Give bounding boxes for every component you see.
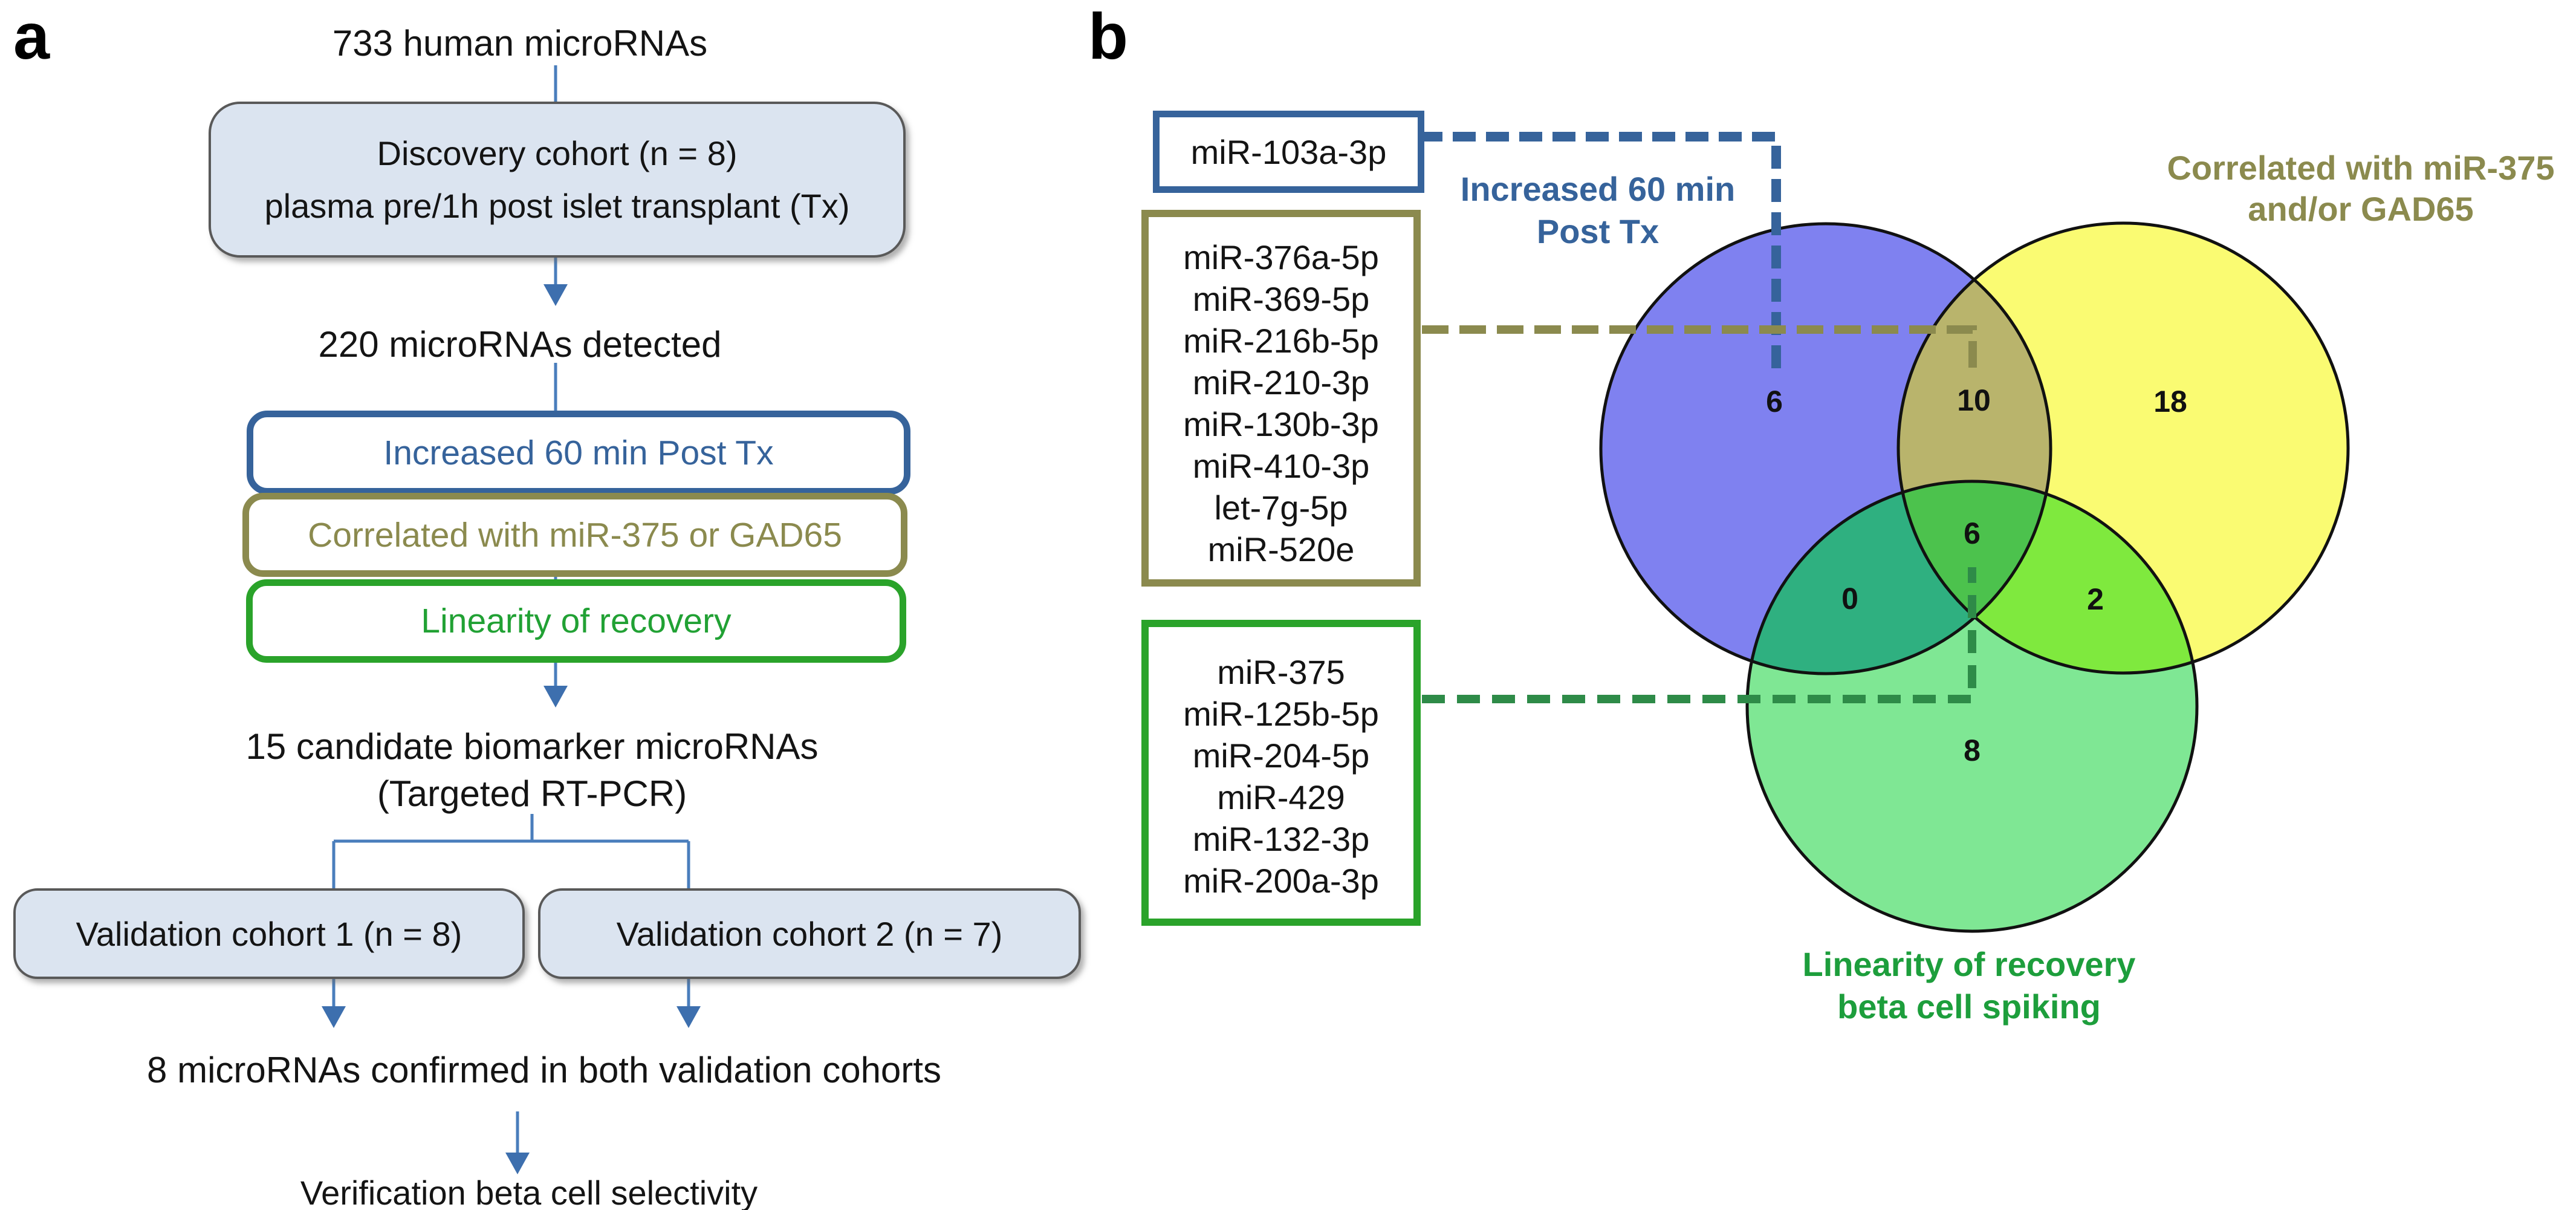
flow-detected-text: 220 microRNAs detected [318, 324, 722, 365]
filter-box-correlated: Correlated with miR-375 or GAD65 [242, 493, 907, 577]
venn-count-yellow-green: 2 [2087, 582, 2104, 616]
venn-outline-green [1745, 480, 2199, 933]
olive-mir-item: let-7g-5p [1214, 489, 1348, 527]
mir-103a-box: miR-103a-3p [1153, 111, 1424, 193]
venn-outline-blue [1599, 222, 2052, 675]
venn-label-olive: Correlated with miR-375 and/or GAD65 [2149, 148, 2572, 230]
discovery-cohort-line1: Discovery cohort (n = 8) [377, 134, 738, 172]
olive-mir-item: miR-216b-5p [1183, 322, 1379, 360]
panel-a-label: a [13, 0, 50, 73]
venn-count-blue-yellow: 10 [1957, 383, 1991, 417]
venn-label-blue-line1: Increased 60 min [1460, 170, 1736, 208]
green-mir-item: miR-125b-5p [1183, 695, 1379, 733]
green-mir-item: miR-200a-3p [1183, 862, 1379, 900]
filter-box-linearity-label: Linearity of recovery [421, 602, 732, 640]
flow-top-text: 733 human microRNAs [332, 23, 708, 63]
venn-label-green: Linearity of recovery beta cell spiking [1757, 943, 2181, 1028]
venn-label-blue-line2: Post Tx [1536, 212, 1659, 250]
venn-label-green-line2: beta cell spiking [1837, 987, 2101, 1026]
olive-mir-item: miR-520e [1207, 530, 1355, 568]
filter-box-linearity: Linearity of recovery [246, 579, 906, 663]
venn-outline-yellow [1896, 221, 2350, 675]
discovery-cohort-line2: plasma pre/1h post islet transplant (Tx) [264, 187, 850, 225]
green-mir-list-box: miR-375 miR-125b-5p miR-204-5p miR-429 m… [1141, 620, 1421, 926]
green-mir-item: miR-429 [1217, 778, 1345, 816]
flow-confirmed-text: 8 microRNAs confirmed in both validation… [147, 1050, 941, 1090]
green-mir-item: miR-132-3p [1192, 820, 1370, 858]
olive-mir-item: miR-376a-5p [1183, 238, 1379, 276]
dashed-link-olive [1422, 325, 1977, 376]
dashed-link-blue [1419, 132, 1781, 375]
olive-mir-item: miR-410-3p [1192, 447, 1370, 485]
discovery-cohort-box: Discovery cohort (n = 8) plasma pre/1h p… [209, 102, 906, 258]
flow-candidate-line1: 15 candidate biomarker microRNAs [245, 726, 819, 767]
validation-cohort-2-box: Validation cohort 2 (n = 7) [538, 888, 1081, 979]
flow-candidate-text: 15 candidate biomarker microRNAs (Target… [230, 723, 834, 818]
filter-box-increased-label: Increased 60 min Post Tx [383, 433, 774, 472]
validation-cohort-1-box: Validation cohort 1 (n = 8) [13, 888, 525, 979]
validation-cohort-1-label: Validation cohort 1 (n = 8) [76, 914, 462, 953]
olive-mir-item: miR-369-5p [1192, 280, 1370, 318]
green-mir-item: miR-375 [1217, 653, 1345, 691]
venn-label-olive-line2: and/or GAD65 [2248, 190, 2474, 228]
olive-mir-item: miR-210-3p [1192, 363, 1370, 402]
green-mir-item: miR-204-5p [1192, 737, 1370, 775]
venn-overlap-blue-green [1747, 481, 2051, 674]
venn-overlap-yellow-green [1898, 481, 2197, 673]
dashed-link-green [1422, 567, 1976, 703]
olive-mir-item: miR-130b-3p [1183, 405, 1379, 443]
venn-count-yellow-only: 18 [2153, 385, 2187, 418]
flow-candidate-line2: (Targeted RT-PCR) [377, 773, 687, 814]
filter-box-correlated-label: Correlated with miR-375 or GAD65 [308, 515, 842, 555]
venn-count-blue-only: 6 [1766, 385, 1783, 418]
flow-verification-text: Verification beta cell selectivity [300, 1174, 758, 1210]
mir-103a-label: miR-103a-3p [1190, 132, 1387, 171]
venn-label-blue: Increased 60 min Post Tx [1416, 168, 1779, 253]
venn-circles [1599, 221, 2350, 933]
venn-label-olive-line1: Correlated with miR-375 [2167, 149, 2555, 187]
venn-label-green-line1: Linearity of recovery [1802, 945, 2136, 983]
filter-box-increased: Increased 60 min Post Tx [247, 411, 910, 495]
olive-mir-list-box: miR-376a-5p miR-369-5p miR-216b-5p miR-2… [1141, 210, 1421, 587]
flow-arrowheads [322, 284, 701, 1174]
validation-cohort-2-label: Validation cohort 2 (n = 7) [616, 914, 1003, 953]
venn-count-green-only: 8 [1964, 733, 1981, 767]
panel-b-label: b [1088, 0, 1128, 73]
venn-count-center: 6 [1964, 516, 1981, 550]
venn-count-blue-green: 0 [1841, 582, 1858, 616]
